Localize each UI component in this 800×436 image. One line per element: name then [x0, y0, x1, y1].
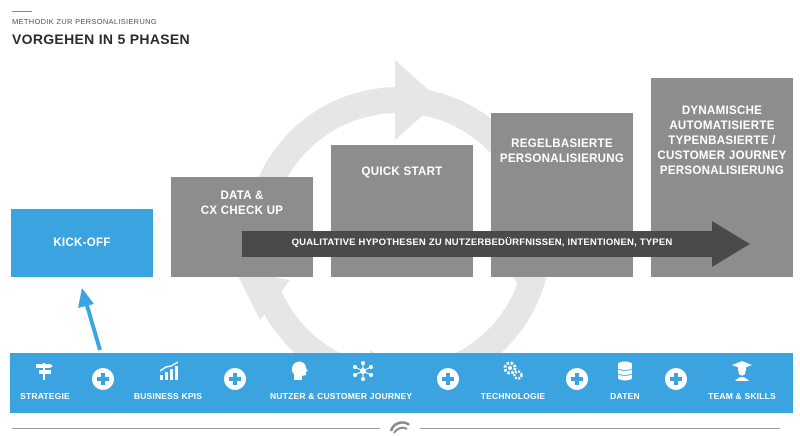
phase-kick-off: KICK-OFF: [11, 209, 153, 277]
database-icon: [617, 361, 633, 381]
hypothesen-arrow: [242, 221, 750, 267]
foundation-item-nutzer: NUTZER & CUSTOMER JOURNEY: [270, 353, 470, 413]
hypothesen-arrow-label: QUALITATIVE HYPOTHESEN ZU NUTZERBEDÜRFNI…: [291, 237, 673, 248]
footer-rule-left: [12, 428, 380, 429]
team-member-icon: [732, 361, 752, 381]
foundation-item-business-kpis: BUSINESS KPIS: [98, 353, 238, 413]
company-logo-icon: [389, 421, 410, 434]
cycle-arrow-left: [235, 270, 290, 320]
foundation-item-team-skills: TEAM & SKILLS: [672, 353, 800, 413]
foundation-item-strategie: STRATEGIE: [0, 353, 115, 413]
kick-off-up-arrow: [78, 288, 102, 351]
foundation-label-daten: DATEN: [610, 391, 640, 401]
phase-data-cx-check-up: DATA & CX CHECK UP: [171, 177, 313, 277]
foundation-label-business-kpis: BUSINESS KPIS: [133, 391, 203, 401]
growth-chart-icon: [159, 361, 179, 380]
foundation-label-strategie: STRATEGIE: [20, 391, 70, 401]
foundation-label-team-skills: TEAM & SKILLS: [708, 391, 776, 401]
foundation-label-nutzer: NUTZER & CUSTOMER JOURNEY: [270, 391, 413, 401]
header-rule: [12, 11, 32, 12]
foundation-label-technologie: TECHNOLOGIE: [480, 391, 546, 401]
network-icon: [353, 361, 373, 381]
plus-icon: [665, 368, 687, 390]
page-subtitle: METHODIK ZUR PERSONALISIERUNG: [12, 17, 157, 26]
plus-icon: [437, 368, 459, 390]
foundation-bar: STRATEGIE BUSINESS KPIS NUTZER & CUSTOME…: [10, 353, 793, 413]
signpost-icon: [36, 363, 53, 380]
user-head-icon: [291, 361, 308, 380]
cycle-arrow-top: [395, 60, 440, 140]
plus-icon: [224, 368, 246, 390]
plus-icon: [92, 368, 114, 390]
foundation-item-technologie: TECHNOLOGIE: [443, 353, 583, 413]
foundation-item-daten: DATEN: [555, 353, 695, 413]
plus-icon: [566, 368, 588, 390]
gears-icon: [503, 361, 523, 380]
footer-rule-right: [420, 428, 780, 429]
page-title: VORGEHEN IN 5 PHASEN: [12, 31, 190, 47]
